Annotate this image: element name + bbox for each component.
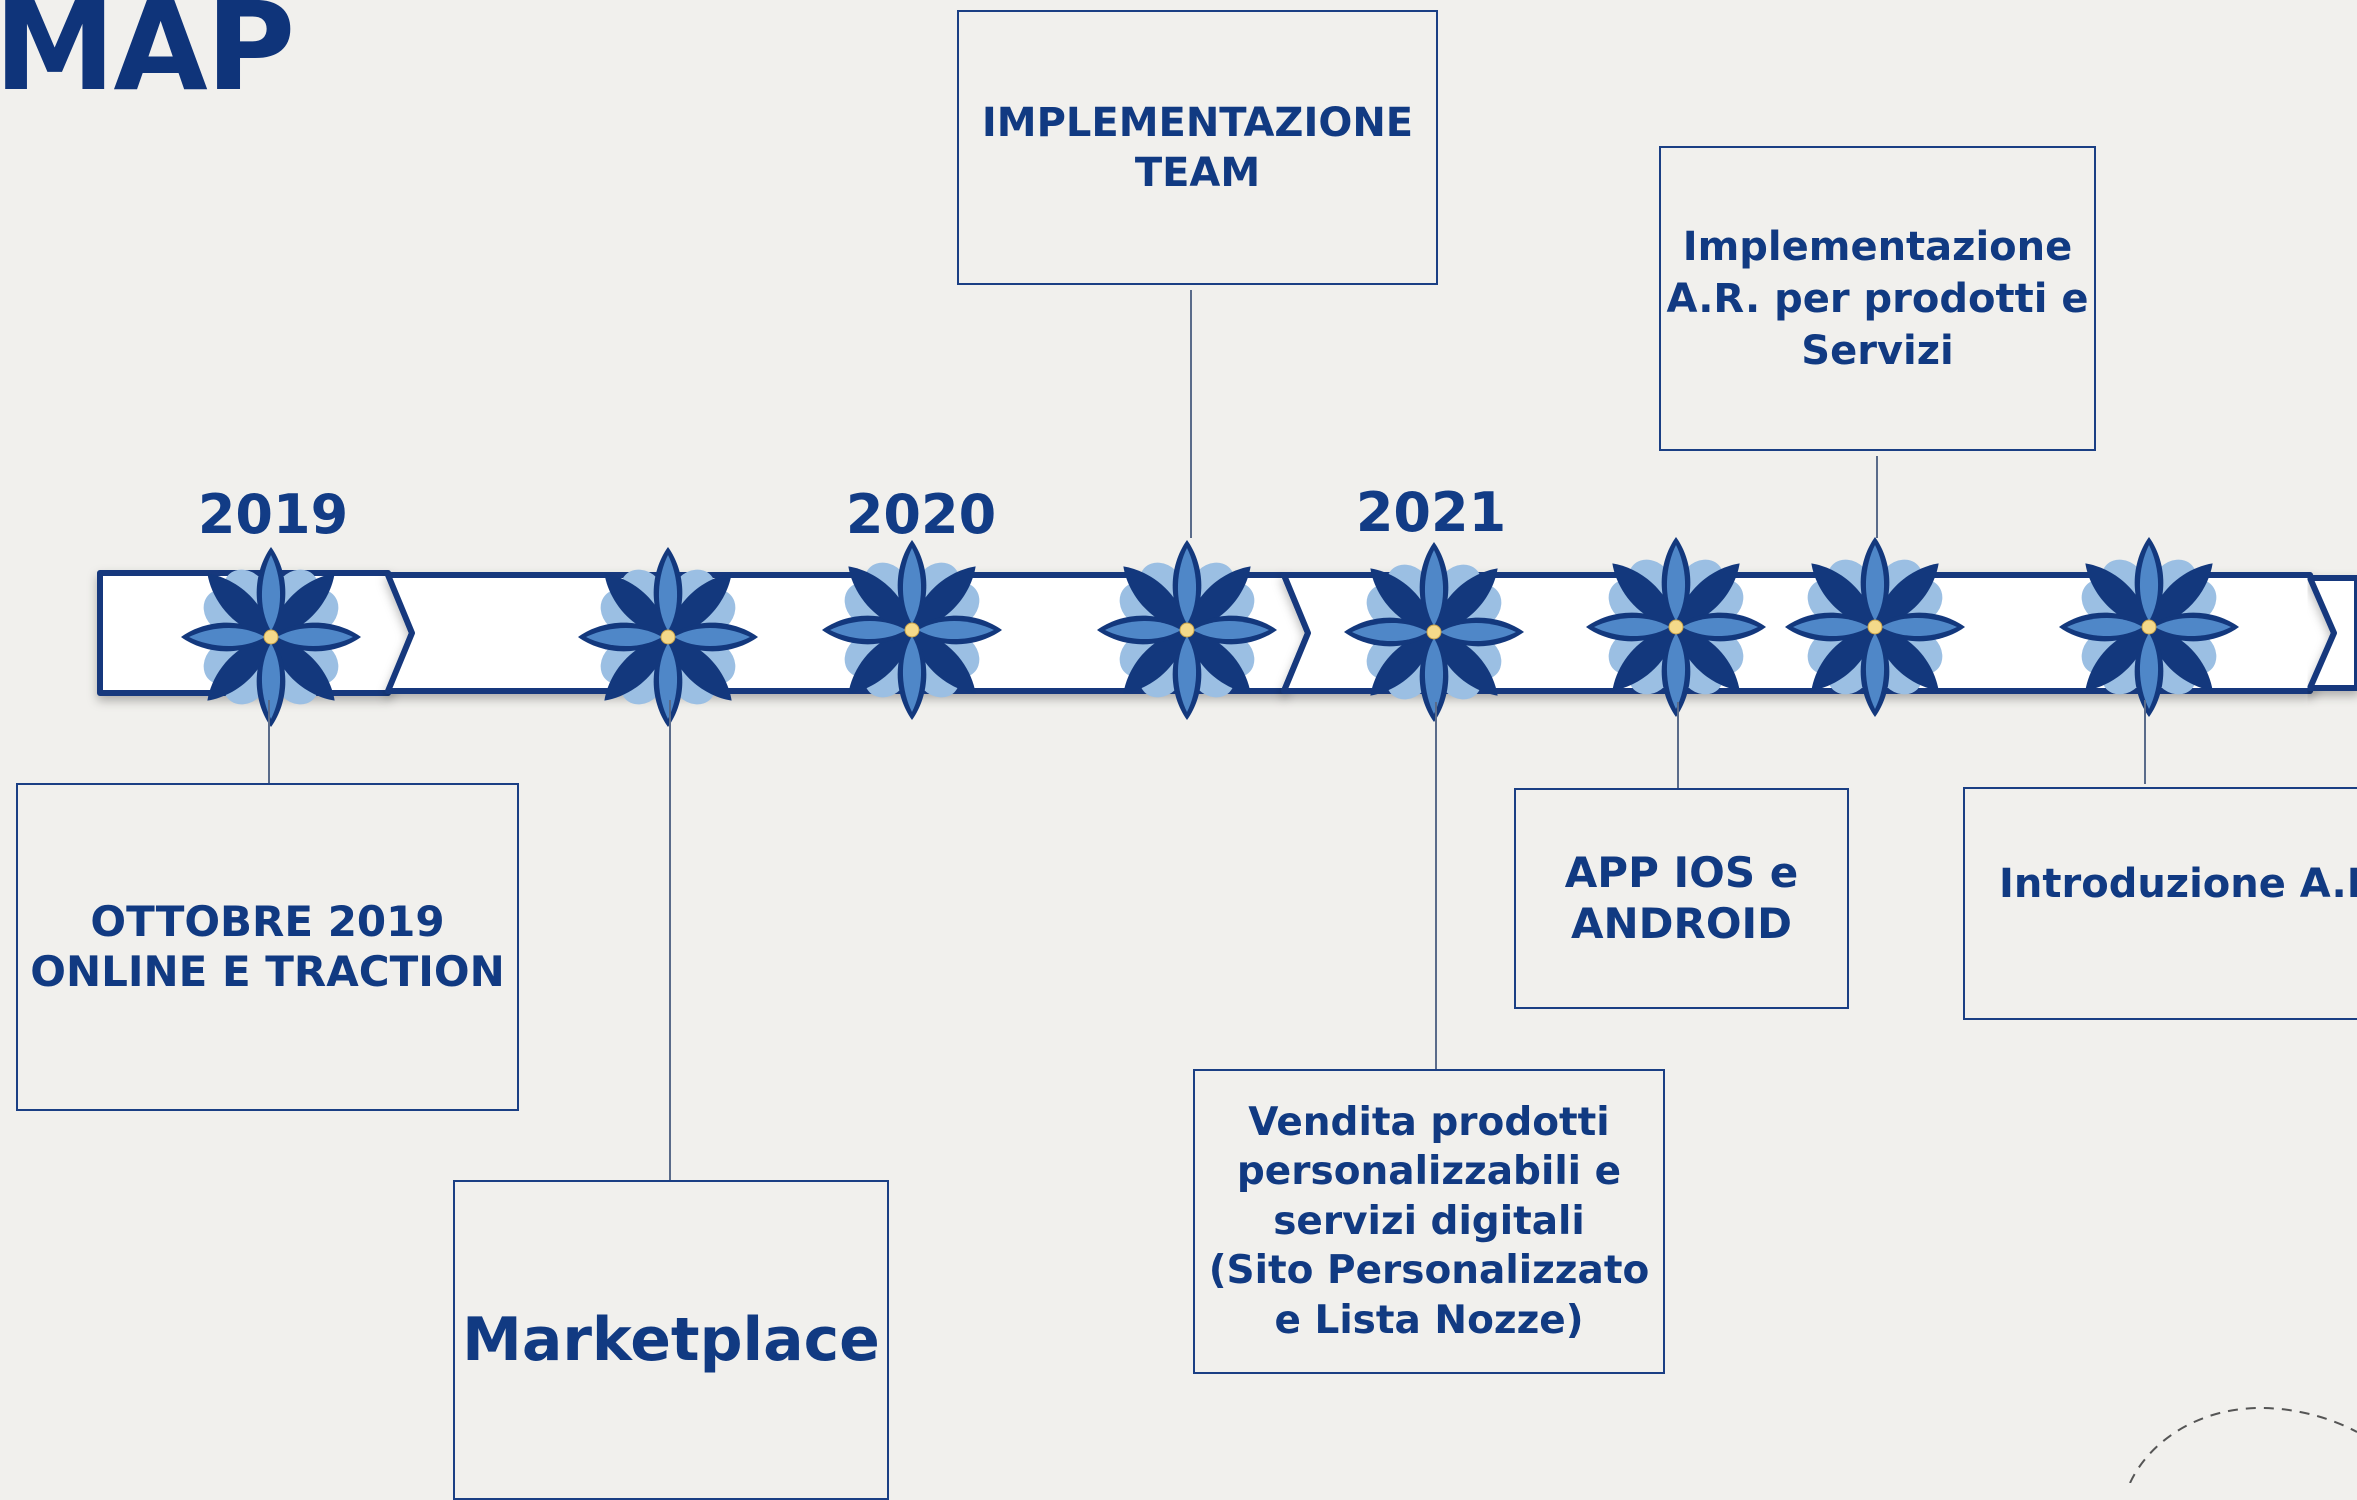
connector-line xyxy=(1677,702,1679,790)
milestone-box-implementazione-team: IMPLEMENTAZIONE TEAM xyxy=(957,10,1438,285)
flower-icon xyxy=(1784,536,1966,718)
milestone-text: Marketplace xyxy=(462,1305,880,1375)
flower-icon xyxy=(821,539,1003,721)
milestone-box-marketplace: Marketplace xyxy=(453,1180,889,1500)
page-title: MAP xyxy=(0,0,295,118)
year-label-2021: 2021 xyxy=(1355,481,1507,544)
milestone-text: OTTOBRE 2019 ONLINE E TRACTION xyxy=(30,896,505,996)
flower-icon xyxy=(1096,539,1278,721)
milestone-text: IMPLEMENTAZIONE TEAM xyxy=(981,99,1414,196)
milestone-box-app-ios-android: APP IOS e ANDROID xyxy=(1514,788,1849,1009)
flower-icon xyxy=(2058,536,2240,718)
connector-line xyxy=(669,700,671,1182)
flower-icon xyxy=(1343,541,1525,723)
connector-line xyxy=(1190,290,1192,538)
milestone-text: APP IOS e ANDROID xyxy=(1564,848,1799,948)
connector-line xyxy=(2144,700,2146,784)
flower-icon xyxy=(180,546,362,728)
milestone-box-ottobre-2019: OTTOBRE 2019 ONLINE E TRACTION xyxy=(16,783,519,1111)
flower-icon xyxy=(577,546,759,728)
milestone-text: Implementazione A.R. per prodotti e Serv… xyxy=(1666,223,2089,374)
milestone-text: Vendita prodotti personalizzabili e serv… xyxy=(1208,1099,1650,1343)
connector-line xyxy=(1435,702,1437,1070)
year-label-2020: 2020 xyxy=(845,483,997,546)
connector-line xyxy=(1876,456,1878,538)
connector-line xyxy=(268,700,270,784)
flower-icon xyxy=(1585,536,1767,718)
decorative-dashed-arc xyxy=(2129,1406,2357,1483)
milestone-box-introduzione-ai: Introduzione A.I. xyxy=(1963,787,2357,1020)
milestone-box-implementazione-ar: Implementazione A.R. per prodotti e Serv… xyxy=(1659,146,2096,451)
milestone-text: Introduzione A.I. xyxy=(1999,860,2357,907)
year-label-2019: 2019 xyxy=(197,483,349,546)
milestone-box-vendita-prodotti: Vendita prodotti personalizzabili e serv… xyxy=(1193,1069,1665,1374)
